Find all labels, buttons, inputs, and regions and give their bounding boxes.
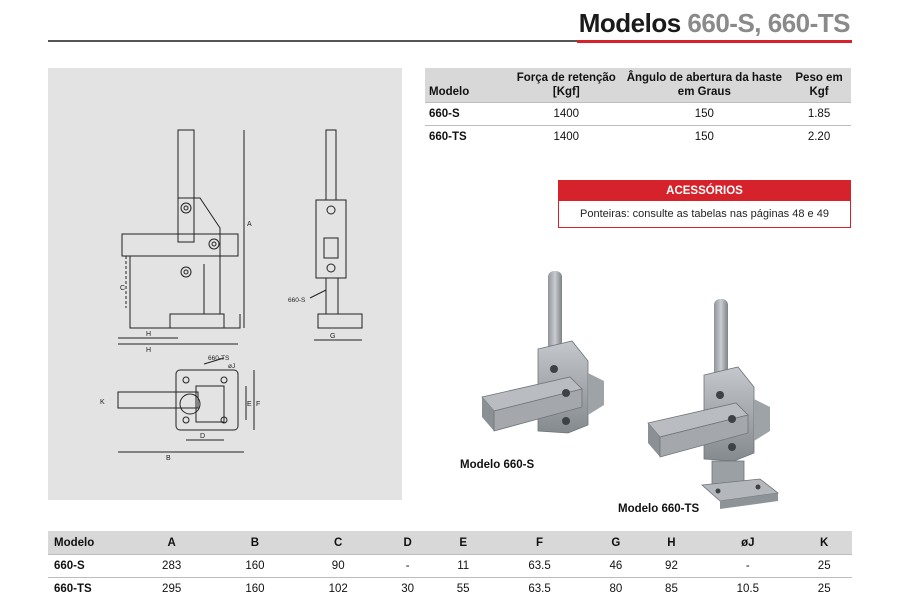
dim-label-f: F — [256, 401, 260, 408]
dim-header-a: A — [130, 531, 214, 555]
dim-header-f: F — [490, 531, 589, 555]
accessories-text: Ponteiras: consulte as tabelas nas págin… — [580, 208, 829, 220]
dim-cell: 160 — [213, 554, 297, 578]
spec-cell: 2.20 — [787, 125, 851, 148]
table-row: 660-S 1400 150 1.85 — [425, 102, 851, 126]
page-title-prefix: Modelos — [578, 8, 688, 38]
dim-cell: 660-S — [48, 554, 130, 578]
dim-header-model: Modelo — [48, 531, 130, 555]
dim-label-c: C — [120, 285, 125, 292]
spec-cell: 660-TS — [425, 125, 511, 148]
dim-label-e: E — [247, 401, 252, 408]
dim-cell: 11 — [435, 554, 491, 578]
accessories-title: ACESSÓRIOS — [559, 181, 850, 201]
dim-cell: 283 — [130, 554, 214, 578]
front-view — [118, 129, 245, 345]
side-view — [309, 129, 363, 341]
dim-header-h: H — [643, 531, 700, 555]
spec-header-weight: Peso em Kgf — [787, 68, 851, 103]
dim-cell: 25 — [796, 554, 852, 578]
dimension-table-header-row: Modelo A B C D E F G H øJ K — [48, 531, 852, 555]
dim-label-b: B — [166, 455, 171, 462]
dim-cell: 90 — [296, 554, 380, 578]
dim-header-e: E — [435, 531, 491, 555]
table-row: 660-TS 1400 150 2.20 — [425, 125, 851, 148]
page-title-models: 660-S, 660-TS — [687, 8, 850, 38]
dim-cell: 46 — [588, 554, 644, 578]
dim-cell: 10.5 — [699, 577, 797, 600]
product-photos — [420, 265, 860, 515]
dim-cell: 63.5 — [490, 577, 589, 600]
dim-header-d: D — [379, 531, 436, 555]
dim-cell: 55 — [435, 577, 491, 600]
accessories-box: ACESSÓRIOS Ponteiras: consulte as tabela… — [558, 180, 851, 228]
dimension-table: Modelo A B C D E F G H øJ K 660-S 283 16… — [48, 531, 852, 600]
dim-cell: 660-TS — [48, 577, 130, 600]
dim-cell: 80 — [588, 577, 644, 600]
dim-header-g: G — [588, 531, 644, 555]
dim-label-j: øJ — [228, 363, 235, 370]
dim-cell: - — [699, 554, 797, 578]
dim-cell: 25 — [796, 577, 852, 600]
side-view-model-label: 660-S — [288, 297, 306, 304]
spec-cell: 150 — [621, 102, 788, 126]
product-photos-svg — [481, 271, 779, 509]
dim-cell: 30 — [379, 577, 436, 600]
dim-label-h1: H — [146, 331, 151, 338]
title-rule — [48, 40, 852, 42]
spec-table: Modelo Força de retenção [Kgf] Ângulo de… — [425, 68, 851, 148]
spec-cell: 1.85 — [787, 102, 851, 126]
dim-label-h2: H — [146, 347, 151, 354]
spec-header-model: Modelo — [425, 68, 511, 103]
technical-drawing-svg: A C H H 660-S G 660-TS øJ K B D E F — [100, 129, 363, 462]
top-view-model-label: 660-TS — [208, 355, 230, 362]
caption-660-ts: Modelo 660-TS — [618, 503, 700, 515]
spec-cell: 660-S — [425, 102, 511, 126]
dim-cell: 85 — [643, 577, 700, 600]
spec-header-angle: Ângulo de abertura da haste em Graus — [621, 68, 788, 103]
dim-label-a: A — [247, 221, 252, 228]
spec-cell: 150 — [621, 125, 788, 148]
dim-cell: 295 — [130, 577, 214, 600]
dim-header-j: øJ — [699, 531, 797, 555]
dim-header-c: C — [296, 531, 380, 555]
spec-header-force: Força de retenção [Kgf] — [511, 68, 622, 103]
dim-cell: 63.5 — [490, 554, 589, 578]
dim-label-g: G — [330, 333, 335, 340]
page-title: Modelos 660-S, 660-TS — [578, 8, 851, 39]
table-row: 660-S 283 160 90 - 11 63.5 46 92 - 25 — [48, 554, 852, 578]
top-view — [117, 357, 255, 453]
dim-cell: - — [379, 554, 436, 578]
photo-660-s — [481, 271, 604, 434]
technical-drawing: A C H H 660-S G 660-TS øJ K B D E F — [48, 68, 402, 500]
dim-header-k: K — [796, 531, 852, 555]
spec-table-header-row: Modelo Força de retenção [Kgf] Ângulo de… — [425, 68, 851, 103]
dim-cell: 92 — [643, 554, 700, 578]
dim-cell: 160 — [213, 577, 297, 600]
table-row: 660-TS 295 160 102 30 55 63.5 80 85 10.5… — [48, 577, 852, 600]
spec-cell: 1400 — [511, 125, 622, 148]
dim-label-d: D — [200, 433, 205, 440]
title-accent-bar — [577, 40, 852, 43]
spec-cell: 1400 — [511, 102, 622, 126]
dim-header-b: B — [213, 531, 297, 555]
photo-660-ts — [647, 299, 779, 509]
dim-label-k: K — [100, 399, 105, 406]
caption-660-s: Modelo 660-S — [460, 459, 535, 471]
dim-cell: 102 — [296, 577, 380, 600]
